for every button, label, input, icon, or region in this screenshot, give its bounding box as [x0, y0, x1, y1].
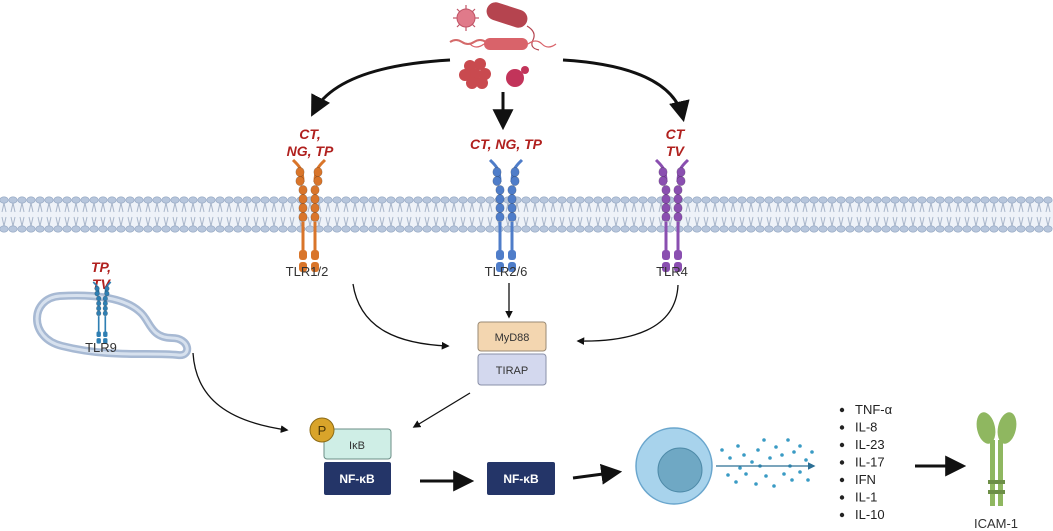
immune-cell-icon: [635, 427, 713, 505]
arrow-tlr9-to-complex: [192, 352, 289, 433]
tlr9-receptor-icon: [92, 281, 112, 344]
icam1-label: ICAM-1: [974, 516, 1018, 531]
icam1-icon: [976, 412, 1017, 506]
cytokine-item: TNF-α: [855, 402, 893, 417]
cytokine-bullet: [839, 425, 845, 430]
myd88-label: MyD88: [495, 332, 530, 344]
free-nfkb-box: NF-κB: [487, 462, 555, 495]
cytokine-bullet: [839, 512, 845, 518]
myd88-box: MyD88: [477, 321, 547, 352]
cytokine-bullet: [839, 442, 845, 448]
tlr4-pathogens-line1: CT: [666, 126, 686, 142]
cytokine-item: IL-1: [855, 490, 877, 505]
tlr12-pathogens-line2: NG, TP: [287, 143, 334, 159]
cytokine-bullet: [839, 407, 845, 413]
tirap-label: TIRAP: [496, 365, 528, 377]
arrow-to-tlr12: [311, 58, 451, 117]
cytokine-item: IFN: [855, 472, 876, 487]
arrow-tirap-to-complex: [412, 392, 471, 428]
tlr26-receptor-icon: [488, 158, 524, 272]
nfkb-box: [324, 462, 391, 495]
phosphate-icon: [309, 417, 335, 443]
cytokine-item: IL-23: [855, 437, 885, 452]
phosphate-label: P: [318, 423, 327, 438]
tlr12-label: TLR1/2: [286, 264, 329, 279]
arrow-to-tlr4: [562, 58, 690, 123]
tlr9-pathogens-line1: TP,: [91, 259, 111, 275]
free-nfkb-label: NF-κB: [503, 472, 539, 486]
tlr4-label: TLR4: [656, 264, 688, 279]
flagellated-bacterium-icon: [484, 38, 528, 50]
tlr26-pathogens: CT, NG, TP: [470, 136, 543, 152]
nfkb-label: NF-κB: [339, 472, 375, 486]
cell-membrane: [0, 196, 1053, 233]
arrow-tlr4-to-myd88: [576, 284, 679, 346]
tlr4-receptor-icon: [654, 158, 690, 272]
cytokine-item: IL-8: [855, 420, 877, 435]
cytokine-bullet: [839, 495, 845, 500]
coccus-icon: [506, 66, 529, 87]
tlr9-label: TLR9: [85, 340, 117, 355]
tlr12-receptor-icon: [291, 158, 327, 272]
cocci-cluster-icon: [459, 58, 491, 89]
tirap-box: TIRAP: [477, 353, 547, 386]
tlr12-pathogens-line1: CT,: [299, 126, 321, 142]
ikb-box: [323, 428, 392, 460]
pathogens-illustration: [449, 2, 557, 89]
ikb-nfkb-complex: IκB P NF-κB: [309, 417, 392, 495]
arrow-tlr12-to-myd88: [352, 283, 450, 350]
arrow-nfkb-to-cell: [572, 463, 623, 485]
cytokine-item: IL-17: [855, 455, 885, 470]
cytokine-bullet: [839, 477, 845, 483]
ikb-label: IκB: [349, 440, 365, 452]
cytokine-item: IL-10: [855, 507, 885, 522]
tlr26-label: TLR2/6: [485, 264, 528, 279]
tlr4-pathogens-line2: TV: [666, 143, 686, 159]
cytokine-secretion-icon: [720, 438, 814, 488]
virus-icon: [453, 5, 479, 31]
bacterium-icon: [486, 2, 528, 28]
cytokine-bullet: [839, 460, 845, 465]
